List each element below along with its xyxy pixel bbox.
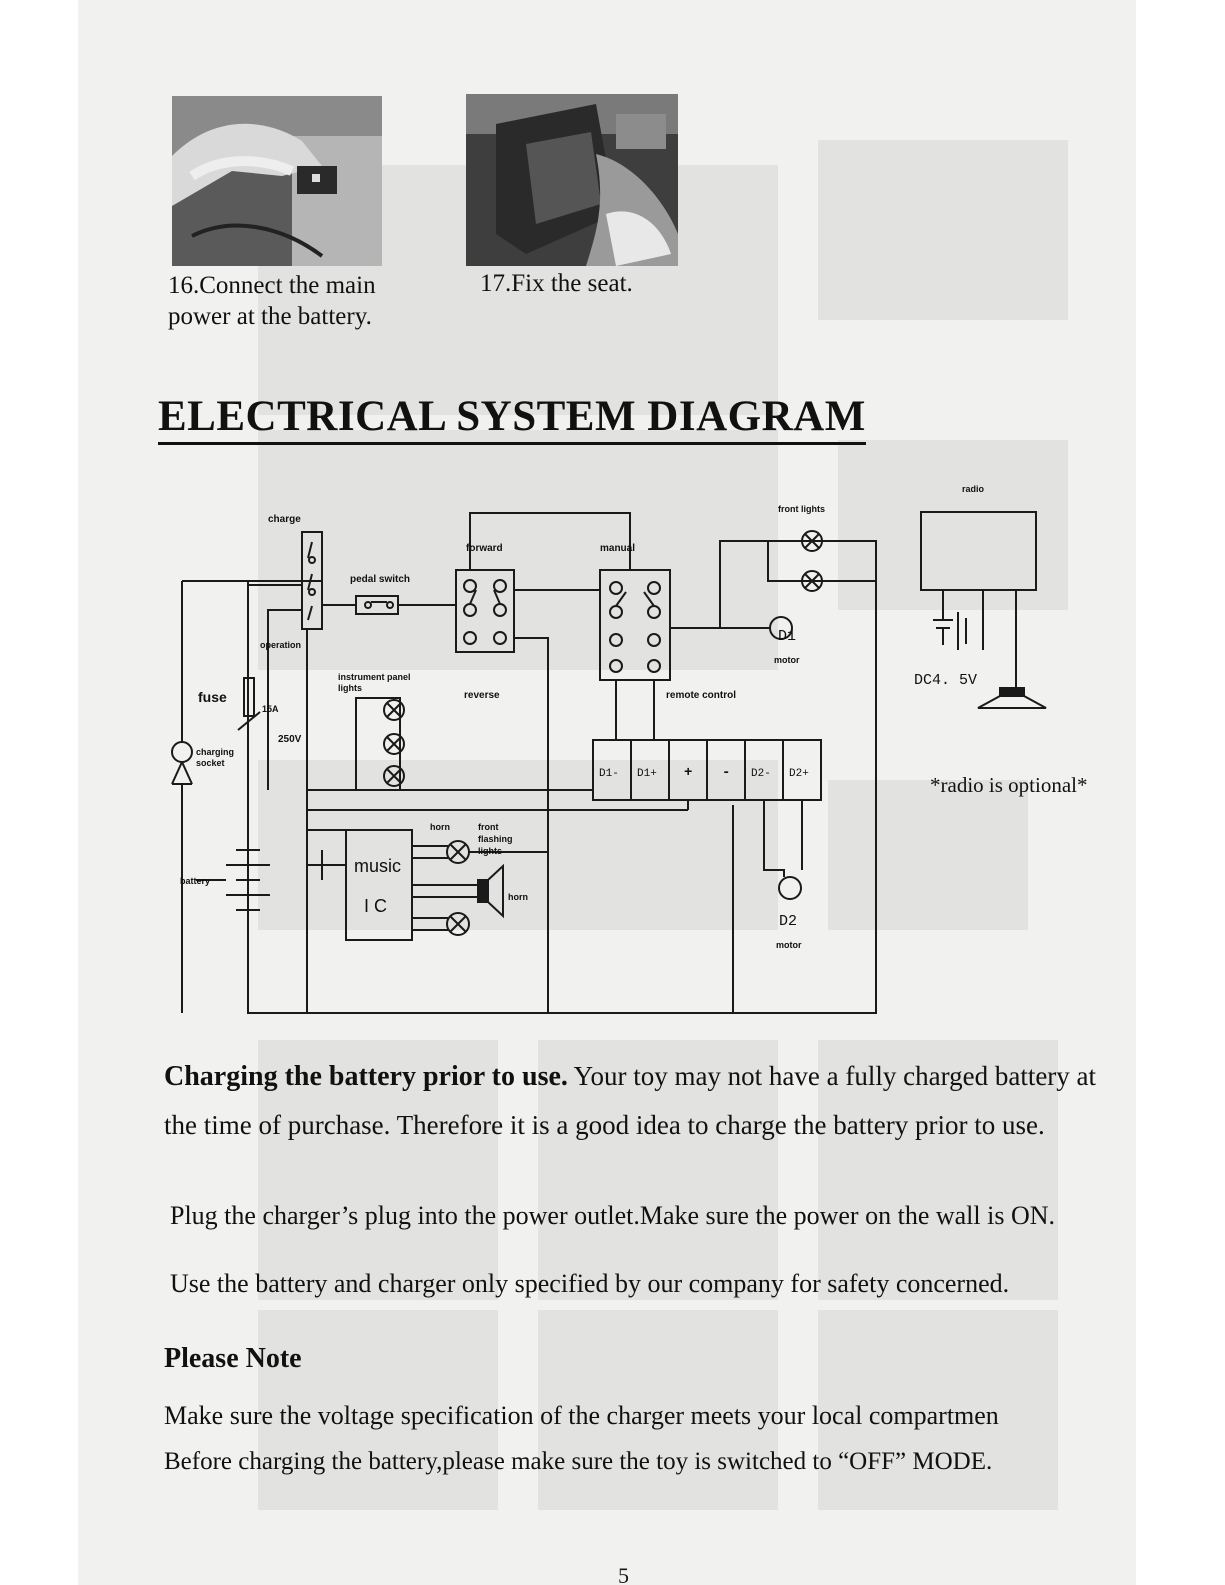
label-horn: horn [430, 822, 450, 832]
terminal-d1-plus: D1+ [637, 768, 657, 780]
section-title: ELECTRICAL SYSTEM DIAGRAM [158, 392, 866, 445]
label-radio: radio [962, 484, 985, 494]
label-d2-motor: motor [776, 940, 802, 950]
label-pedal-switch: pedal switch [350, 574, 410, 585]
charging-heading: Charging the battery prior to use. [164, 1061, 568, 1092]
label-fuse-amps: 15A [262, 704, 279, 714]
label-horn-2: horn [508, 892, 528, 902]
label-charging-socket-2: socket [196, 758, 225, 768]
label-front-flashing-2: flashing [478, 834, 513, 844]
label-front-lights: front lights [778, 504, 825, 514]
electrical-wiring-diagram: charge pedal switch operation forward re… [171, 484, 1087, 1014]
photo-fix-seat [466, 94, 678, 266]
label-d1-motor: motor [774, 655, 800, 665]
photo-connect-battery [172, 96, 382, 266]
plug-paragraph: Plug the charger’s plug into the power o… [170, 1201, 1056, 1230]
manual-page: 16.Connect the main power at the battery… [78, 0, 1136, 1585]
label-fuse: fuse [198, 689, 227, 705]
charging-text: Your toy may not have a fully charged ba… [164, 1061, 1097, 1140]
label-fuse-volts: 250V [278, 734, 302, 745]
voltage-paragraph: Make sure the voltage specification of t… [164, 1401, 999, 1430]
label-dc-voltage: DC4. 5V [914, 672, 977, 689]
before-charging-paragraph: Before charging the battery,please make … [164, 1448, 993, 1475]
charging-paragraph: Charging the battery prior to use. Your … [164, 1052, 1124, 1150]
step17-caption: 17.Fix the seat. [480, 270, 633, 297]
label-charge: charge [268, 514, 301, 525]
label-reverse: reverse [464, 690, 500, 701]
label-operation: operation [260, 640, 301, 650]
label-d2: D2 [779, 913, 797, 930]
label-instrument-panel-1: instrument panel [338, 672, 411, 682]
terminal-d1-minus: D1- [599, 768, 619, 780]
label-charging-socket-1: charging [196, 747, 234, 757]
use-paragraph: Use the battery and charger only specifi… [170, 1269, 1010, 1298]
please-note-heading: Please Note [164, 1343, 302, 1374]
label-instrument-panel-2: lights [338, 683, 362, 693]
label-remote-control: remote control [666, 690, 736, 701]
radio-optional-note: *radio is optional* [930, 773, 1087, 797]
label-d1: D1 [778, 628, 796, 645]
page-number: 5 [618, 1563, 629, 1585]
terminal-d2-minus: D2- [751, 768, 771, 780]
terminal-minus: - [722, 765, 730, 781]
label-music: music [354, 856, 401, 876]
label-forward: forward [466, 543, 503, 554]
label-ic: I C [364, 896, 387, 916]
label-battery: battery [180, 876, 210, 886]
terminal-plus: + [684, 765, 692, 781]
label-front-flashing-1: front [478, 822, 499, 832]
label-manual: manual [600, 543, 635, 554]
terminal-d2-plus: D2+ [789, 768, 809, 780]
step16-caption: 16.Connect the main power at the battery… [168, 272, 376, 330]
label-front-flashing-3: lights [478, 846, 502, 856]
